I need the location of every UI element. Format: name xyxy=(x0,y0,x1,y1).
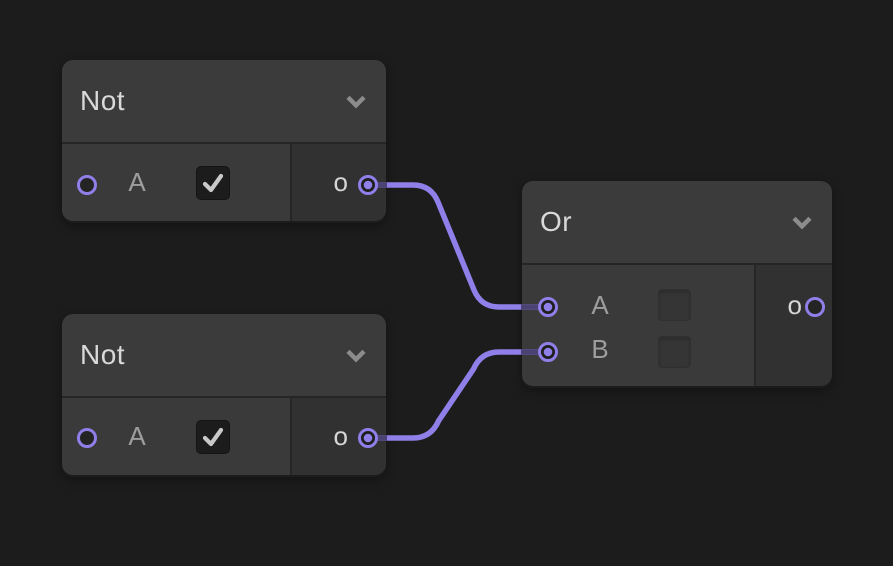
output-port-label: o xyxy=(787,289,802,320)
node-not-2-input-row: A xyxy=(62,398,290,475)
input-a-checkbox[interactable] xyxy=(196,165,230,200)
node-not-2-header[interactable]: Not xyxy=(62,314,386,398)
node-or-input-section: A B xyxy=(522,265,754,386)
input-a-checkbox[interactable] xyxy=(196,419,230,454)
connection-wire-not1-to-or-a[interactable] xyxy=(365,182,551,310)
node-not-2-output-row: o xyxy=(290,398,386,475)
connection-wire-not2-to-or-b[interactable] xyxy=(365,349,551,441)
node-title: Or xyxy=(540,206,573,237)
node-or-input-row-a: A xyxy=(522,283,754,327)
input-b-checkbox-disabled xyxy=(658,335,691,368)
node-or-output-row: o xyxy=(754,265,832,386)
node-not-1-input-row: A xyxy=(62,144,290,221)
output-port-label: o xyxy=(333,167,348,197)
checkmark-icon xyxy=(202,173,224,192)
node-title: Not xyxy=(80,85,126,116)
node-not-1-output-row: o xyxy=(290,144,386,221)
node-not-2[interactable]: Not A o xyxy=(62,314,386,477)
input-port-label: B xyxy=(591,334,609,364)
node-not-1[interactable]: Not A o xyxy=(62,60,386,223)
checkmark-icon xyxy=(202,427,224,446)
input-port-label: A xyxy=(128,421,146,451)
node-or-header[interactable]: Or xyxy=(522,181,832,265)
node-title: Not xyxy=(80,339,126,370)
node-or[interactable]: Or A B o xyxy=(522,181,832,388)
input-port-label: A xyxy=(591,289,609,320)
input-a-checkbox-disabled xyxy=(658,289,691,321)
chevron-down-icon[interactable] xyxy=(346,349,366,363)
chevron-down-icon[interactable] xyxy=(346,95,366,109)
output-port-label: o xyxy=(333,421,348,451)
input-port-label: A xyxy=(128,167,146,197)
chevron-down-icon[interactable] xyxy=(792,216,812,230)
node-or-input-row-b: B xyxy=(522,327,754,372)
node-not-1-header[interactable]: Not xyxy=(62,60,386,144)
